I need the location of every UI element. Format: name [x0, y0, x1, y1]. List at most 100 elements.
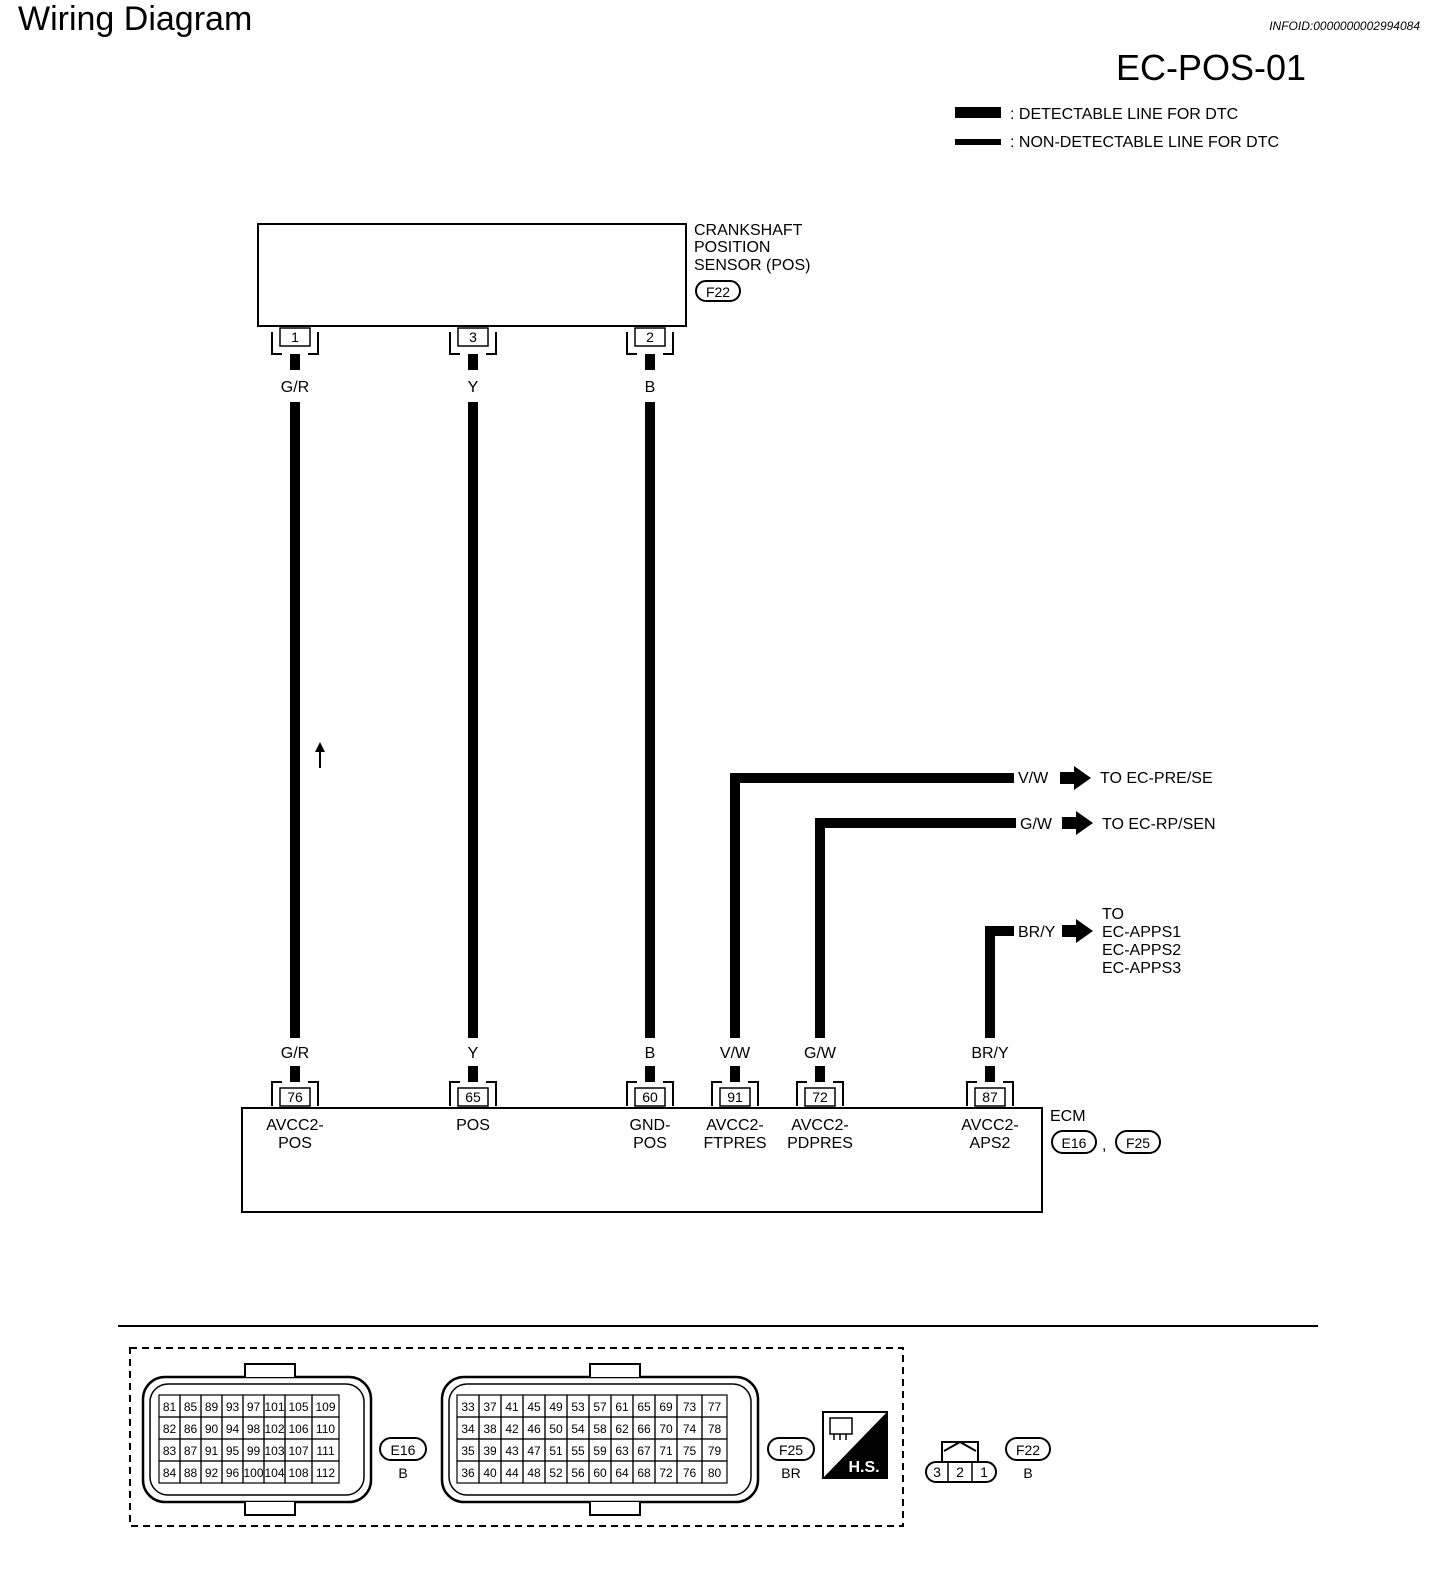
pin-number: 98 [247, 1422, 261, 1436]
pin-number: 79 [708, 1444, 722, 1458]
pin-number: 88 [184, 1466, 198, 1480]
pin-number: 71 [659, 1444, 673, 1458]
pin-number: 59 [593, 1444, 607, 1458]
pin-number: 107 [288, 1444, 308, 1458]
arrow-right-icon [1060, 766, 1091, 790]
e16-badge [379, 1437, 427, 1461]
sensor-connector-badge [695, 280, 741, 302]
ecm-wire-label: V/W [720, 1045, 751, 1062]
ecm-wire-label: BR/Y [971, 1045, 1009, 1062]
ecm-connector-badge-1 [1051, 1130, 1097, 1154]
pin-number: 43 [505, 1444, 519, 1458]
ecm-pin-function: POS [456, 1117, 490, 1134]
branch-bry-target-2: EC-APPS1 [1102, 924, 1181, 941]
pin-number: 70 [659, 1422, 673, 1436]
pin-number: 53 [571, 1400, 585, 1414]
pin-number: 40 [483, 1466, 497, 1480]
pin-number: 90 [205, 1422, 219, 1436]
ecm-pin-number: 72 [812, 1089, 828, 1105]
f22-pin: 2 [956, 1464, 964, 1480]
pin-number: 80 [708, 1466, 722, 1480]
ecm-connector-1: E16 [1062, 1135, 1087, 1151]
pin-number: 44 [505, 1466, 519, 1480]
stub-91 [730, 1066, 740, 1082]
f22-badge [1005, 1437, 1051, 1461]
pin-number: 99 [247, 1444, 261, 1458]
pin-number: 96 [226, 1466, 240, 1480]
branch-gw-label: G/W [1020, 816, 1053, 833]
sensor-name-line2: POSITION [694, 239, 770, 256]
ecm-pin-91: 91 [711, 1081, 759, 1107]
connector-face-region [129, 1347, 904, 1527]
f22-id: F22 [1016, 1442, 1040, 1458]
ecm-connector-2: F25 [1126, 1135, 1150, 1151]
pin-number: 111 [316, 1444, 335, 1458]
f25-id: F25 [779, 1442, 803, 1458]
sensor-pin-2: 2 [626, 327, 674, 355]
ecm-pin-number: 87 [982, 1089, 998, 1105]
f22-connector-face: 3 2 1 [925, 1440, 997, 1483]
pin-number: 89 [205, 1400, 219, 1414]
ecm-pin-function: AVCC2- [266, 1117, 324, 1134]
pin-number: 102 [264, 1422, 284, 1436]
pin-number: 77 [708, 1400, 722, 1414]
pin-number: 50 [549, 1422, 563, 1436]
pin-number: 48 [527, 1466, 541, 1480]
ecm-pin-87: 87 [966, 1081, 1014, 1107]
arrow-right-icon [1062, 919, 1093, 943]
f25-badge [767, 1437, 815, 1461]
pin-number: 45 [527, 1400, 541, 1414]
pin-number: 81 [163, 1400, 177, 1414]
branch-vw-label: V/W [1018, 770, 1049, 787]
pin-number: 56 [571, 1466, 585, 1480]
pin-number: 112 [316, 1466, 335, 1480]
pin-number: 82 [163, 1422, 177, 1436]
pin-number: 103 [264, 1444, 284, 1458]
pin-number: 74 [683, 1422, 697, 1436]
pin-number: 39 [483, 1444, 497, 1458]
e16-id: E16 [391, 1442, 416, 1458]
wire-gw [815, 818, 1016, 1038]
legend-non-detectable-label: : NON-DETECTABLE LINE FOR DTC [1010, 134, 1279, 151]
pin-number: 65 [637, 1400, 651, 1414]
branch-gw-target: TO EC-RP/SEN [1102, 816, 1216, 833]
ecm-connector-badge-2 [1115, 1130, 1161, 1154]
ecm-pin-72: 72 [796, 1081, 844, 1107]
e16-color: B [398, 1465, 407, 1481]
arrow-right-icon [1062, 811, 1093, 835]
pin-number: 104 [264, 1466, 284, 1480]
ecm-pin-function: APS2 [970, 1135, 1011, 1152]
page-title: Wiring Diagram [18, 0, 252, 38]
ecm-pin-number: 60 [642, 1089, 658, 1105]
stub-2 [645, 354, 655, 370]
pin-number: 60 [593, 1466, 607, 1480]
sensor-pin-2-number: 2 [646, 329, 654, 345]
diagram-code: EC-POS-01 [1116, 47, 1306, 88]
wire-bry [985, 926, 1014, 1038]
branch-bry-target-4: EC-APPS3 [1102, 960, 1181, 977]
sensor-pin-1: 1 [271, 327, 319, 355]
wire-b [645, 402, 655, 1038]
ecm-wire-label: B [645, 1045, 656, 1062]
pin-number: 93 [226, 1400, 240, 1414]
pin-number: 62 [615, 1422, 629, 1436]
pin-cell [701, 1460, 728, 1484]
pin-number: 68 [637, 1466, 651, 1480]
pin-number: 73 [683, 1400, 697, 1414]
f22-pin: 1 [980, 1464, 988, 1480]
pin-number: 58 [593, 1422, 607, 1436]
pin-number: 86 [184, 1422, 198, 1436]
pin-number: 51 [549, 1444, 563, 1458]
pin-number: 105 [288, 1400, 308, 1414]
signal-direction-arrow-icon [315, 742, 325, 768]
ecm-pin-60: 60 [626, 1081, 674, 1107]
pin-number: 34 [461, 1422, 475, 1436]
ecm-label: ECM [1050, 1108, 1086, 1125]
info-id: INFOID:0000000002994084 [1269, 19, 1420, 33]
ecm-wire-label: G/W [804, 1045, 837, 1062]
f22-pin: 3 [933, 1464, 941, 1480]
pin-number: 84 [163, 1466, 177, 1480]
pin-number: 52 [549, 1466, 563, 1480]
stub-3 [468, 354, 478, 370]
pin-number: 38 [483, 1422, 497, 1436]
